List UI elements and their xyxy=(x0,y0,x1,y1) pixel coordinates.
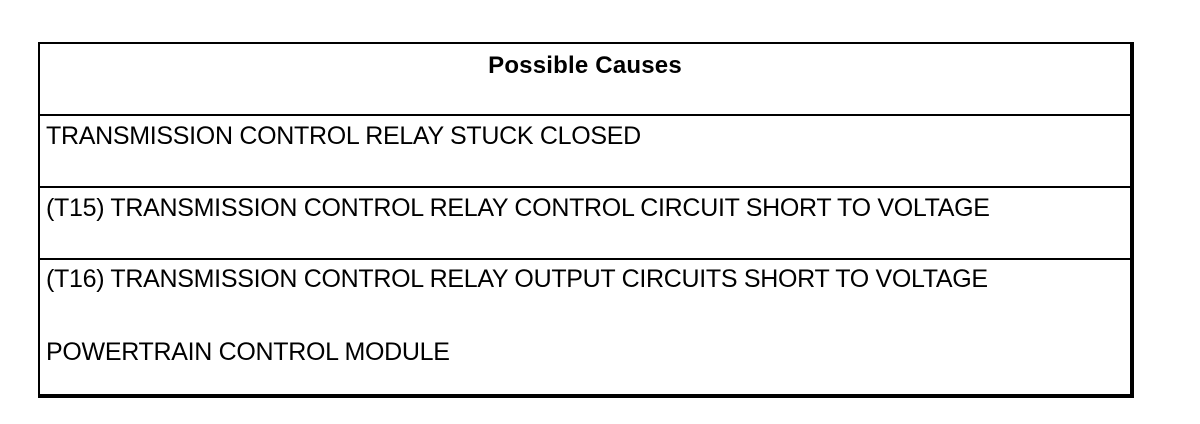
cause-item: (T15) TRANSMISSION CONTROL RELAY CONTROL… xyxy=(46,194,990,222)
table-header-row: Possible Causes xyxy=(40,44,1130,116)
table-header: Possible Causes xyxy=(488,52,682,79)
cause-item: (T16) TRANSMISSION CONTROL RELAY OUTPUT … xyxy=(46,265,988,293)
cause-item: POWERTRAIN CONTROL MODULE xyxy=(46,338,450,366)
table-row: (T15) TRANSMISSION CONTROL RELAY CONTROL… xyxy=(40,188,1130,260)
table-row: (T16) TRANSMISSION CONTROL RELAY OUTPUT … xyxy=(40,260,1130,396)
table-row: TRANSMISSION CONTROL RELAY STUCK CLOSED xyxy=(40,116,1130,188)
possible-causes-table: Possible Causes TRANSMISSION CONTROL REL… xyxy=(38,42,1134,398)
cause-item: TRANSMISSION CONTROL RELAY STUCK CLOSED xyxy=(46,122,641,150)
